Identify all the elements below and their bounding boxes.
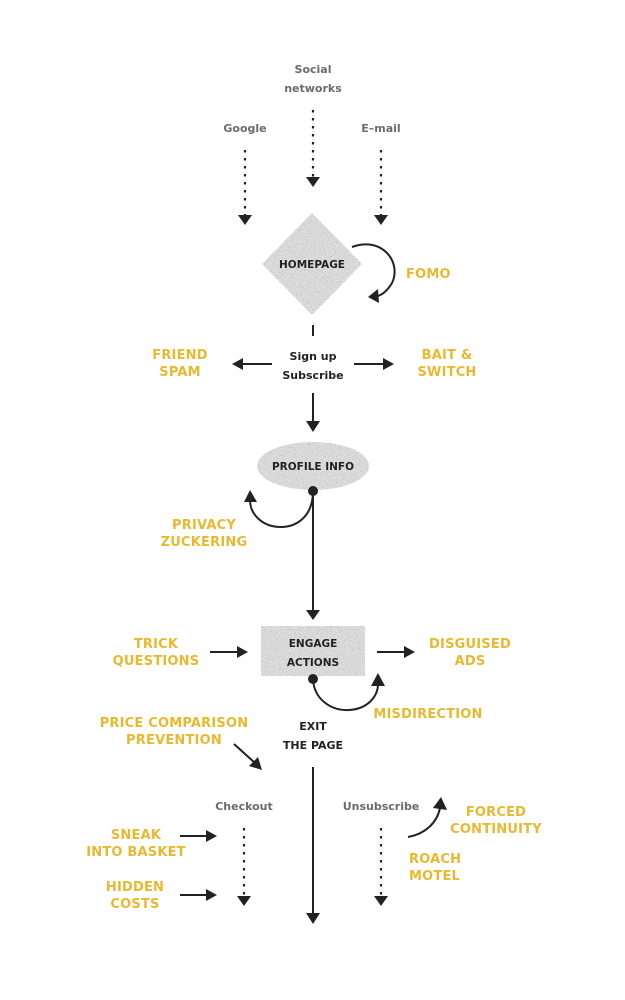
social-dotted-arrow — [306, 110, 320, 187]
pattern-friend-spam-1: FRIEND — [152, 348, 207, 363]
source-google-label: Google — [223, 122, 266, 135]
pattern-price-comparison-2: PREVENTION — [126, 733, 222, 748]
pattern-privacy-zuckering-2: ZUCKERING — [161, 535, 248, 550]
signup-to-profile-arrow — [306, 393, 320, 432]
price-comparison-arrow — [233, 743, 262, 770]
pattern-disguised-ads-2: ADS — [455, 654, 486, 669]
pattern-misdirection: MISDIRECTION — [373, 707, 482, 722]
email-dotted-arrow — [374, 150, 388, 225]
pattern-hidden-costs-1: HIDDEN — [106, 880, 164, 895]
pattern-bait-switch-1: BAIT & — [422, 348, 473, 363]
privacy-zuckering-loop-arrow — [244, 490, 314, 529]
signup-label-1: Sign up — [290, 350, 337, 363]
fomo-loop-arrow — [351, 243, 396, 303]
pattern-hidden-costs-2: COSTS — [110, 897, 159, 912]
source-social-label-2: networks — [284, 82, 342, 95]
friend-spam-arrow — [232, 358, 272, 370]
disguised-ads-arrow — [377, 646, 415, 658]
trick-questions-arrow — [210, 646, 248, 658]
exit-label-2: THE PAGE — [283, 739, 343, 752]
exit-main-arrow — [306, 767, 320, 924]
pattern-bait-switch-2: SWITCH — [417, 365, 476, 380]
hidden-costs-arrow — [180, 889, 217, 901]
pattern-trick-questions-1: TRICK — [134, 637, 179, 652]
pattern-sneak-basket-1: SNEAK — [111, 828, 162, 843]
sneak-basket-arrow — [180, 830, 217, 842]
homepage-node: HOMEPAGE — [262, 213, 362, 315]
pattern-roach-motel-1: ROACH — [409, 852, 461, 867]
engage-actions-node: ENGAGE ACTIONS — [261, 626, 365, 676]
bait-switch-arrow — [354, 358, 394, 370]
engage-actions-label-2: ACTIONS — [287, 657, 339, 669]
checkout-label: Checkout — [215, 800, 273, 813]
profile-info-label: PROFILE INFO — [272, 461, 354, 473]
source-social-networks: Social networks — [284, 63, 342, 95]
pattern-friend-spam-2: SPAM — [159, 365, 201, 380]
profile-info-node: PROFILE INFO — [257, 442, 369, 490]
engage-actions-label-1: ENGAGE — [289, 638, 338, 650]
signup-label-2: Subscribe — [282, 369, 343, 382]
exit-label-1: EXIT — [299, 720, 327, 733]
source-email-label: E–mail — [361, 122, 400, 135]
unsubscribe-dotted-arrow — [374, 828, 388, 906]
pattern-fomo: FOMO — [406, 267, 451, 282]
pattern-forced-continuity-1: FORCED — [466, 805, 526, 820]
unsubscribe-label: Unsubscribe — [343, 800, 420, 813]
pattern-price-comparison-1: PRICE COMPARISON — [100, 716, 249, 731]
source-social-label-1: Social — [295, 63, 332, 76]
profile-to-engage-arrow — [306, 491, 320, 620]
forced-continuity-arrow — [407, 797, 447, 838]
pattern-privacy-zuckering-1: PRIVACY — [172, 518, 236, 533]
pattern-sneak-basket-2: INTO BASKET — [86, 845, 186, 860]
google-dotted-arrow — [238, 150, 252, 225]
pattern-disguised-ads-1: DISGUISED — [429, 637, 511, 652]
checkout-dotted-arrow — [237, 828, 251, 906]
homepage-label: HOMEPAGE — [279, 259, 345, 271]
pattern-forced-continuity-2: CONTINUITY — [450, 822, 542, 837]
misdirection-loop-arrow — [312, 673, 385, 712]
pattern-trick-questions-2: QUESTIONS — [113, 654, 200, 669]
pattern-roach-motel-2: MOTEL — [409, 869, 460, 884]
signup-node: Sign up Subscribe — [282, 350, 343, 382]
